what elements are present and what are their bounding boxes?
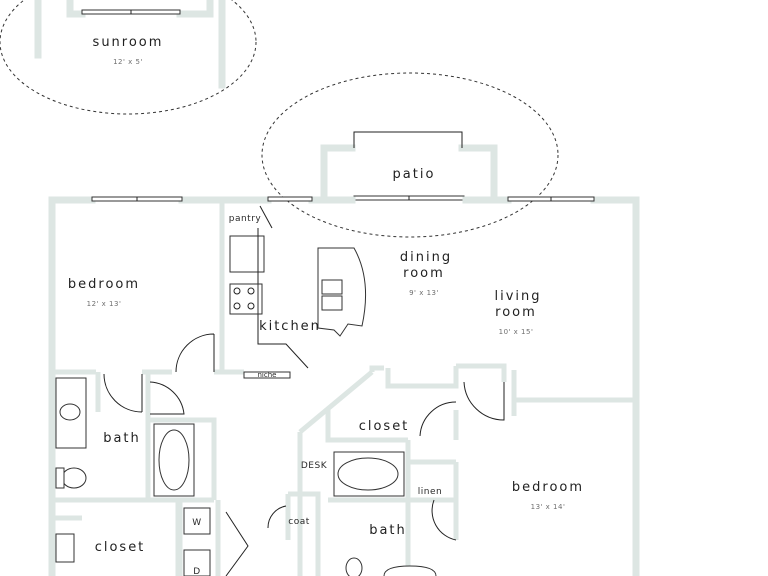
bath-door	[103, 373, 143, 413]
washer-label: W	[192, 518, 201, 528]
closet-wall-left	[325, 410, 408, 443]
toilet-bowl	[61, 467, 87, 489]
bedroom-door	[175, 333, 215, 373]
sink-basin-2	[321, 295, 343, 311]
bath-center-fixtures: DESK closet linen coat bath	[288, 419, 442, 576]
laundry-fixtures: W D	[183, 507, 211, 576]
bath-center-label: bath	[369, 523, 407, 538]
burner-2	[247, 287, 255, 295]
hall-wall-diagonal	[298, 370, 374, 434]
sunroom-outline	[0, 0, 257, 115]
bedroom-right-dims: 13' x 14'	[531, 503, 566, 511]
closet-center-label: closet	[359, 419, 410, 434]
bath-door-right	[431, 499, 457, 541]
pantry-door	[259, 205, 273, 229]
niche-shelf	[243, 371, 291, 379]
toilet-center	[345, 557, 363, 576]
toilet-tank	[55, 467, 65, 489]
niche-label: niche	[258, 371, 277, 379]
kitchen-counter	[257, 228, 309, 369]
hall-wall-top	[369, 365, 384, 372]
closet-wall-top	[385, 366, 459, 389]
interior-walls	[52, 200, 636, 576]
exterior-walls	[48, 196, 640, 576]
doors	[103, 205, 505, 576]
desk-label: DESK	[301, 461, 328, 471]
dryer	[183, 549, 211, 576]
sunroom-wall-top-right	[176, 0, 214, 18]
living-dims: 10' x 15'	[499, 328, 534, 336]
burner-3	[233, 302, 241, 310]
patio-wall-right	[458, 144, 498, 202]
sunroom-label: sunroom	[93, 35, 164, 50]
closet-left-label: closet	[95, 540, 146, 555]
refrigerator	[229, 235, 265, 273]
wall-top-5-right	[590, 196, 640, 576]
stove-panel	[257, 283, 263, 315]
dining-window	[267, 196, 313, 202]
patio-wall-left	[320, 144, 356, 202]
bath-left-label: bath	[103, 431, 141, 446]
pantry-label: pantry	[229, 214, 262, 224]
tub-enclosure	[148, 417, 217, 500]
dining-label-2: room	[403, 266, 445, 281]
coat-door	[267, 505, 287, 529]
sink-basin-1	[321, 279, 343, 295]
burner-4	[247, 302, 255, 310]
closet-door	[419, 401, 457, 437]
closet-shelf	[55, 533, 75, 563]
patio-area: patio	[261, 72, 559, 238]
sunroom-wall-top-left	[66, 0, 86, 18]
patio-outline	[261, 72, 559, 238]
sunroom-dims: 12' x 5'	[113, 58, 143, 66]
dining-label-1: dining	[400, 250, 452, 265]
living-label-2: room	[495, 305, 537, 320]
closet-wall-right-top	[456, 363, 507, 382]
dining-dims: 9' x 13'	[409, 289, 439, 297]
tub-door	[149, 381, 185, 415]
living-label-1: living	[494, 289, 541, 304]
laundry-bifold	[225, 511, 249, 576]
sunroom-area: sunroom 12' x 5'	[0, 0, 257, 115]
bedroom-right-label: bedroom	[512, 480, 584, 495]
burner-1	[233, 287, 241, 295]
coat-closet-wall	[288, 491, 321, 576]
bath-left-fixtures: bath closet	[55, 377, 195, 563]
tub-center-basin	[337, 457, 399, 491]
bedroom-right-door	[463, 381, 505, 421]
kitchen-label: kitchen	[259, 319, 321, 334]
bedroom-left-dims: 12' x 13'	[87, 300, 122, 308]
patio-step	[353, 131, 463, 148]
room-labels: bedroom 12' x 13' dining room 9' x 13' l…	[68, 250, 584, 511]
sink-center	[383, 565, 437, 576]
stove	[229, 283, 259, 315]
tub-left-basin	[158, 429, 190, 491]
patio-label: patio	[393, 167, 436, 182]
sink-left	[59, 403, 81, 421]
coat-label: coat	[288, 517, 310, 527]
bedroom-left-label: bedroom	[68, 277, 140, 292]
washer	[183, 507, 211, 535]
dryer-label: D	[193, 567, 200, 576]
linen-label: linen	[418, 487, 442, 497]
kitchen-fixtures: kitchen pantry niche	[229, 214, 367, 379]
